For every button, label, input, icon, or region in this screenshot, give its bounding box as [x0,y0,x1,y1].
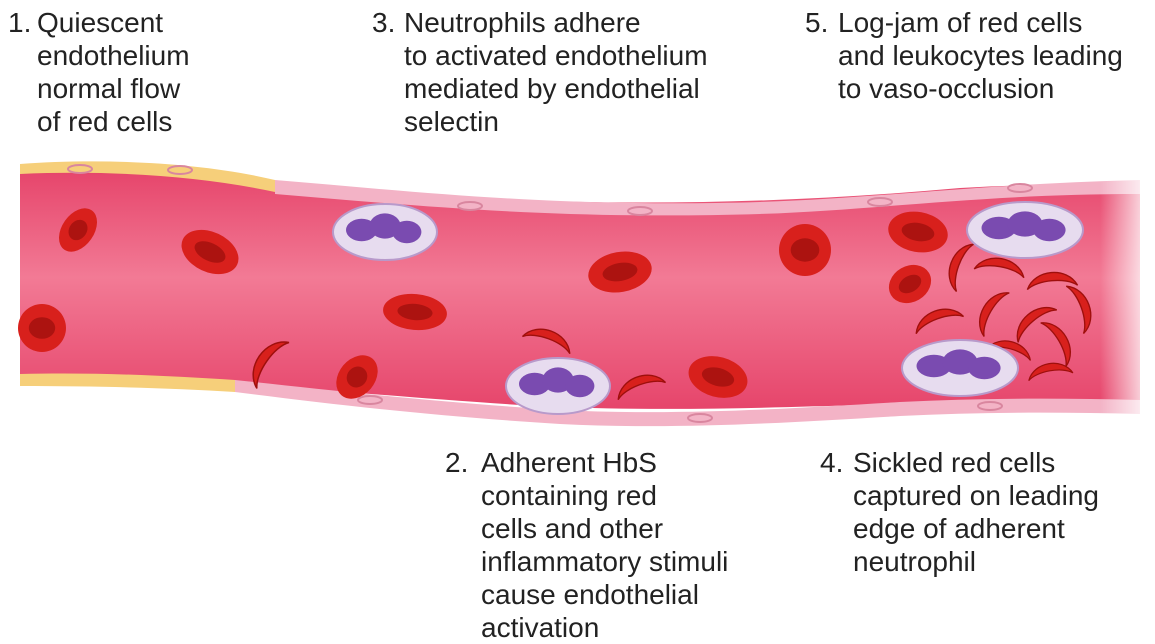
step-3-label: 3. Neutrophils adhere to activated endot… [372,6,708,138]
step-1-line: endothelium [37,39,190,72]
step-4-number: 4. [820,446,843,479]
step-2-line: containing red [481,479,728,512]
step-4-line: Sickled red cells [853,446,1099,479]
step-5-label: 5. Log-jam of red cells and leukocytes l… [805,6,1123,105]
step-1-line: of red cells [37,105,190,138]
step-4-line: captured on leading [853,479,1099,512]
step-4-line: edge of adherent [853,512,1099,545]
step-5-line: and leukocytes leading [838,39,1123,72]
step-1-line: Quiescent [37,6,190,39]
neutrophil [506,358,610,414]
step-1-line: normal flow [37,72,190,105]
step-2-line: cause endothelial [481,578,728,611]
step-2-line: inflammatory stimuli [481,545,728,578]
step-2-line: cells and other [481,512,728,545]
step-3-number: 3. [372,6,395,39]
step-3-line: mediated by endothelial [404,72,708,105]
step-2-line: Adherent HbS [481,446,728,479]
vessel-fade [1100,150,1155,430]
step-1-label: 1. Quiescent endothelium normal flow of … [8,6,190,138]
step-1-number: 1. [8,6,31,39]
step-2-number: 2. [445,446,468,479]
step-5-line: Log-jam of red cells [838,6,1123,39]
step-5-line: to vaso-occlusion [838,72,1123,105]
blood-vessel-illustration [0,150,1155,430]
neutrophil [967,202,1083,258]
red-cell [779,224,831,276]
step-3-line: Neutrophils adhere [404,6,708,39]
step-2-line: activation [481,611,728,644]
step-4-line: neutrophil [853,545,1099,578]
red-cell [18,304,66,352]
step-4-label: 4. Sickled red cells captured on leading… [820,446,1099,578]
step-2-label: 2. Adherent HbS containing red cells and… [445,446,728,644]
step-3-line: selectin [404,105,708,138]
neutrophil [902,340,1018,396]
neutrophil [333,204,437,260]
step-3-line: to activated endothelium [404,39,708,72]
step-5-number: 5. [805,6,828,39]
